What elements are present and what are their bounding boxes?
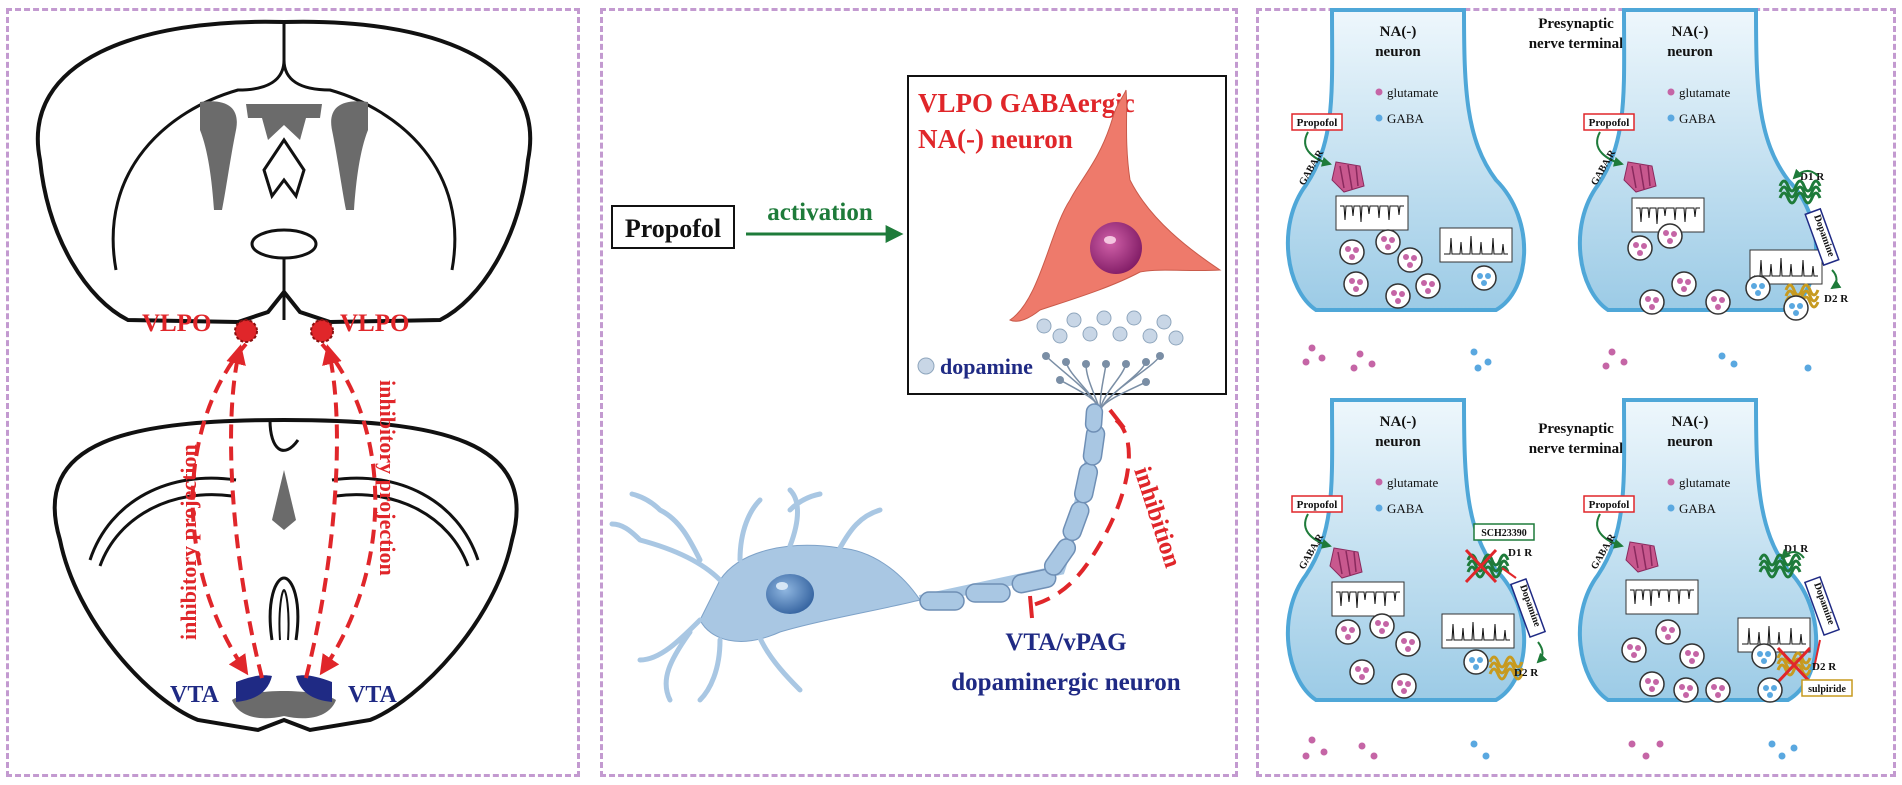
synapse-sulpiride: NA(-) neuron glutamate GABA Propofol GAB…: [1577, 398, 1853, 703]
synapse-control: NA(-) neuron glutamate GABA Propofol GAB…: [1285, 8, 1527, 312]
svg-text:GABA: GABA: [1679, 111, 1716, 126]
vta-neuron-label-line2: dopaminergic neuron: [951, 669, 1181, 696]
svg-text:D1 R: D1 R: [1800, 171, 1825, 183]
na-label-line1: NA(-): [1380, 24, 1417, 40]
svg-text:Propofol: Propofol: [1297, 117, 1338, 129]
presynaptic-label-top-line1: Presynaptic: [1538, 16, 1614, 32]
vta-label-right: VTA: [348, 682, 398, 708]
svg-text:neuron: neuron: [1667, 434, 1713, 450]
presynaptic-label-bottom-line1: Presynaptic: [1538, 421, 1614, 437]
inhibitory-projection-arrows: [190, 342, 378, 679]
svg-text:neuron: neuron: [1375, 434, 1421, 450]
vta-right-nucleus: [296, 675, 332, 702]
panel-synapse-schematics: [1256, 8, 1896, 777]
panel-brain-sections: [6, 8, 580, 777]
vlpo-gabaergic-neuron: [1009, 89, 1222, 322]
vta-left-nucleus: [236, 675, 272, 702]
dopamine-vesicles: [1036, 310, 1184, 346]
vlpo-left-nucleus: [234, 319, 258, 343]
coronal-section-lower: [52, 417, 519, 733]
svg-text:D1 R: D1 R: [1508, 547, 1533, 559]
neuron-title-line1: VLPO GABAergic: [918, 88, 1135, 118]
svg-text:D2 R: D2 R: [1514, 667, 1539, 679]
svg-text:GABA: GABA: [1679, 501, 1716, 516]
glutamate-legend: glutamate: [1387, 85, 1438, 100]
vta-dopaminergic-neuron: [609, 403, 1106, 703]
vta-label-left: VTA: [170, 682, 220, 708]
inhibition-label: inhibition: [1128, 464, 1186, 572]
neuron-title-line2: NA(-) neuron: [918, 124, 1073, 154]
dopamine-legend-label: dopamine: [940, 354, 1033, 379]
svg-text:glutamate: glutamate: [1679, 85, 1730, 100]
synapse-sch23390: NA(-) neuron glutamate GABA Propofol GAB…: [1285, 398, 1548, 702]
sch23390-tag: [1473, 523, 1535, 541]
svg-text:GABA: GABA: [1387, 501, 1424, 516]
svg-text:glutamate: glutamate: [1387, 475, 1438, 490]
svg-text:Propofol: Propofol: [1589, 499, 1630, 511]
svg-text:sulpiride: sulpiride: [1808, 684, 1846, 695]
svg-text:D2 R: D2 R: [1812, 661, 1837, 673]
propofol-box: [611, 205, 735, 249]
vlpo-label-left: VLPO: [142, 310, 211, 337]
svg-text:NA(-): NA(-): [1380, 414, 1417, 430]
vlpo-label-right: VLPO: [340, 310, 409, 337]
presynaptic-label-bottom-line2: nerve terminal: [1529, 441, 1624, 457]
propofol-label: Propofol: [625, 214, 721, 243]
svg-text:glutamate: glutamate: [1679, 475, 1730, 490]
projection-label-right: inhibitory projection: [375, 380, 400, 576]
dopamine-legend-dot: [917, 357, 935, 375]
svg-text:NA(-): NA(-): [1672, 414, 1709, 430]
svg-text:NA(-): NA(-): [1672, 24, 1709, 40]
na-label-line2: neuron: [1375, 44, 1421, 60]
coronal-section-upper: [36, 19, 532, 343]
released-gaba: [1470, 348, 1812, 760]
svg-text:Propofol: Propofol: [1589, 117, 1630, 129]
activation-label: activation: [767, 199, 873, 226]
sulpiride-tag: [1801, 679, 1853, 697]
propofol-tag: [1291, 113, 1343, 131]
svg-text:Propofol: Propofol: [1297, 499, 1338, 511]
vta-neuron-label-line1: VTA/vPAG: [1005, 629, 1126, 656]
projection-label-left: inhibitory projection: [176, 444, 201, 640]
vlpo-right-nucleus: [310, 319, 334, 343]
gaba-legend: GABA: [1387, 111, 1424, 126]
svg-text:D2 R: D2 R: [1824, 293, 1849, 305]
inhibition-arrow: [1028, 408, 1131, 619]
released-glutamate: [1302, 344, 1664, 760]
panel-neuron-schematic: [600, 8, 1238, 777]
presynaptic-label-top-line2: nerve terminal: [1529, 36, 1624, 52]
svg-text:neuron: neuron: [1667, 44, 1713, 60]
svg-text:SCH23390: SCH23390: [1481, 528, 1527, 539]
synapse-dopamine: NA(-) neuron glutamate GABA Propofol GAB…: [1577, 8, 1849, 321]
